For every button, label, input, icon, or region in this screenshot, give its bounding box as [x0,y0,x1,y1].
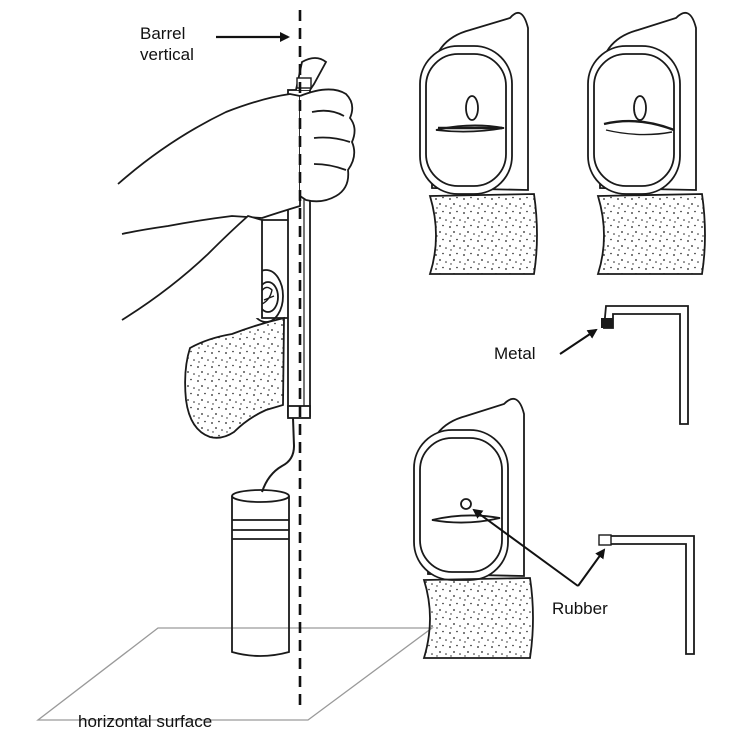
sight-view-3 [414,399,533,658]
metal-tip [601,318,613,328]
metal-label: Metal [494,344,536,364]
weight-cylinder [232,490,289,656]
sight-view-2 [588,13,705,274]
barrel-label-line2: vertical [140,45,194,65]
hand [118,89,355,320]
horizontal-surface [38,628,432,720]
surface-label: horizontal surface [78,712,212,732]
metal-arrow [560,330,596,354]
metal-rod [604,306,688,424]
sight-view-1 [420,13,537,274]
weight-wire [262,418,294,492]
rubber-rod [600,536,694,654]
rubber-tip [599,535,611,545]
barrel-label-line1: Barrel [140,24,185,44]
rubber-arrow-right [578,550,604,586]
rubber-label: Rubber [552,599,608,619]
